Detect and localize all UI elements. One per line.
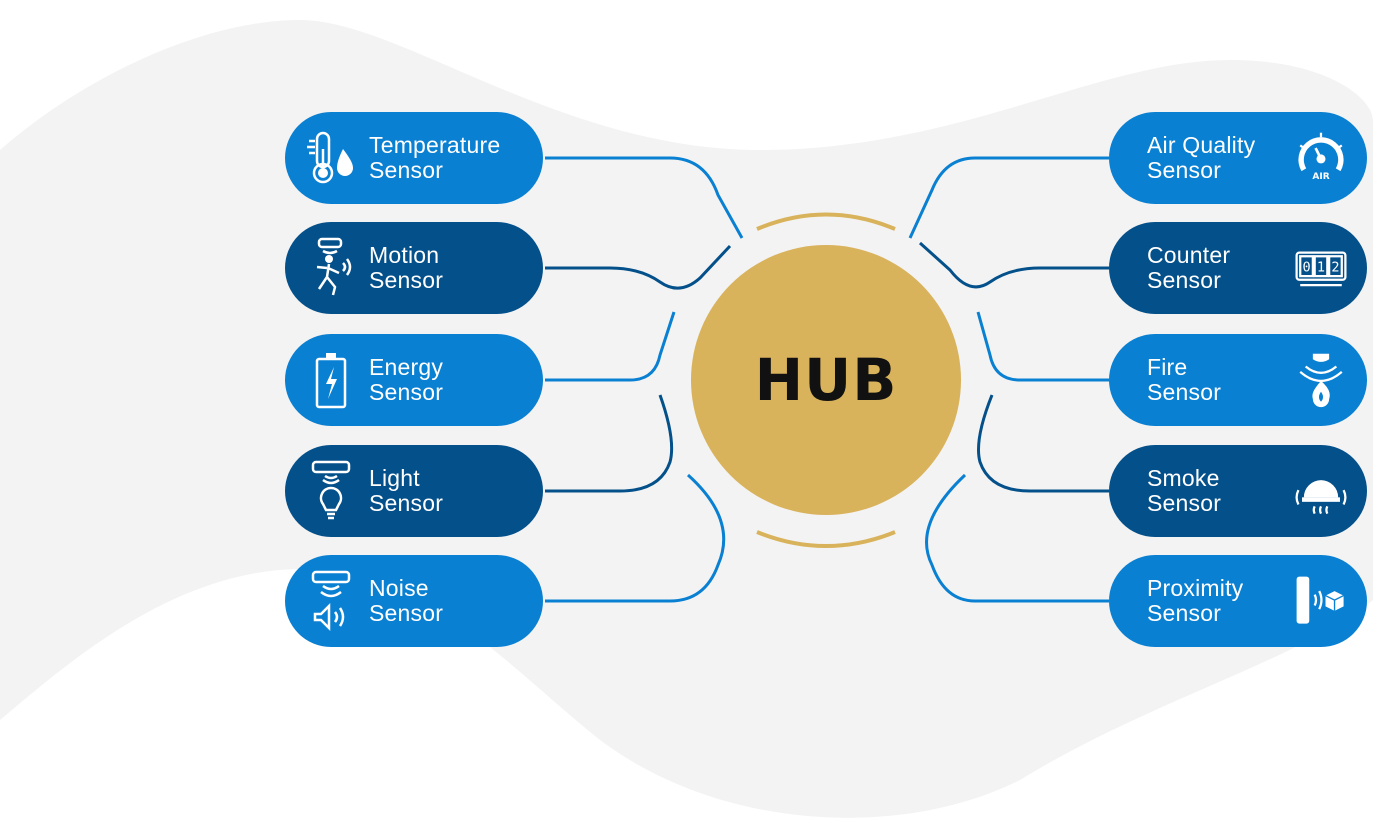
- sensor-label: Motion Sensor: [369, 242, 444, 293]
- sensor-pill-energy[interactable]: Energy Sensor: [285, 334, 543, 426]
- connector-proximity: [925, 473, 1109, 603]
- hub-arc-top: [756, 212, 896, 231]
- hub-arc-bottom: [756, 530, 896, 548]
- sensor-pill-smoke[interactable]: Smoke Sensor: [1109, 445, 1367, 537]
- thermometer-icon: [303, 127, 359, 189]
- sensor-label: Proximity Sensor: [1147, 575, 1244, 626]
- sensor-label: Light Sensor: [369, 465, 444, 516]
- counter-digit: 1: [1317, 260, 1325, 276]
- sensor-label: Air Quality Sensor: [1147, 132, 1256, 183]
- connector-temperature: [545, 156, 744, 239]
- connector-motion: [545, 244, 732, 290]
- left-connectors: [545, 156, 744, 603]
- sensor-pill-motion[interactable]: Motion Sensor: [285, 222, 543, 314]
- sensor-label: Smoke Sensor: [1147, 465, 1222, 516]
- smoke-detector-icon: [1293, 460, 1349, 522]
- connector-energy: [545, 311, 676, 382]
- sensor-pill-noise[interactable]: Noise Sensor: [285, 555, 543, 647]
- hub-circle: HUB: [691, 245, 961, 515]
- connector-air-quality: [908, 156, 1109, 239]
- sensor-label: Counter Sensor: [1147, 242, 1231, 293]
- connector-fire: [976, 311, 1109, 382]
- battery-icon: [303, 349, 359, 411]
- connector-counter: [918, 241, 1109, 289]
- sensor-pill-fire[interactable]: Fire Sensor: [1109, 334, 1367, 426]
- hub-label: HUB: [754, 346, 898, 414]
- sensor-label: Fire Sensor: [1147, 354, 1222, 405]
- sensor-pill-light[interactable]: Light Sensor: [285, 445, 543, 537]
- speaker-icon: [303, 570, 359, 632]
- counter-digit: 2: [1331, 260, 1339, 276]
- air-gauge-icon: AIR: [1293, 127, 1349, 189]
- right-connectors: [908, 156, 1109, 603]
- sensor-pill-air-quality[interactable]: Air Quality Sensor AIR: [1109, 112, 1367, 204]
- sensor-pill-counter[interactable]: Counter Sensor 0 1 2: [1109, 222, 1367, 314]
- air-gauge-text: AIR: [1312, 172, 1329, 182]
- sensor-label: Temperature Sensor: [369, 132, 501, 183]
- sensor-label: Energy Sensor: [369, 354, 444, 405]
- counter-icon: 0 1 2: [1293, 237, 1349, 299]
- light-bulb-icon: [303, 460, 359, 522]
- motion-person-icon: [303, 237, 359, 299]
- flame-icon: [1293, 349, 1349, 411]
- background-shape: [0, 20, 1373, 818]
- counter-digit: 0: [1302, 260, 1310, 276]
- connector-light: [545, 394, 674, 493]
- sensor-pill-temperature[interactable]: Temperature Sensor: [285, 112, 543, 204]
- sensor-pill-proximity[interactable]: Proximity Sensor: [1109, 555, 1367, 647]
- connector-noise: [545, 473, 726, 603]
- proximity-icon: [1293, 570, 1349, 632]
- connector-smoke: [977, 394, 1109, 493]
- sensor-label: Noise Sensor: [369, 575, 444, 626]
